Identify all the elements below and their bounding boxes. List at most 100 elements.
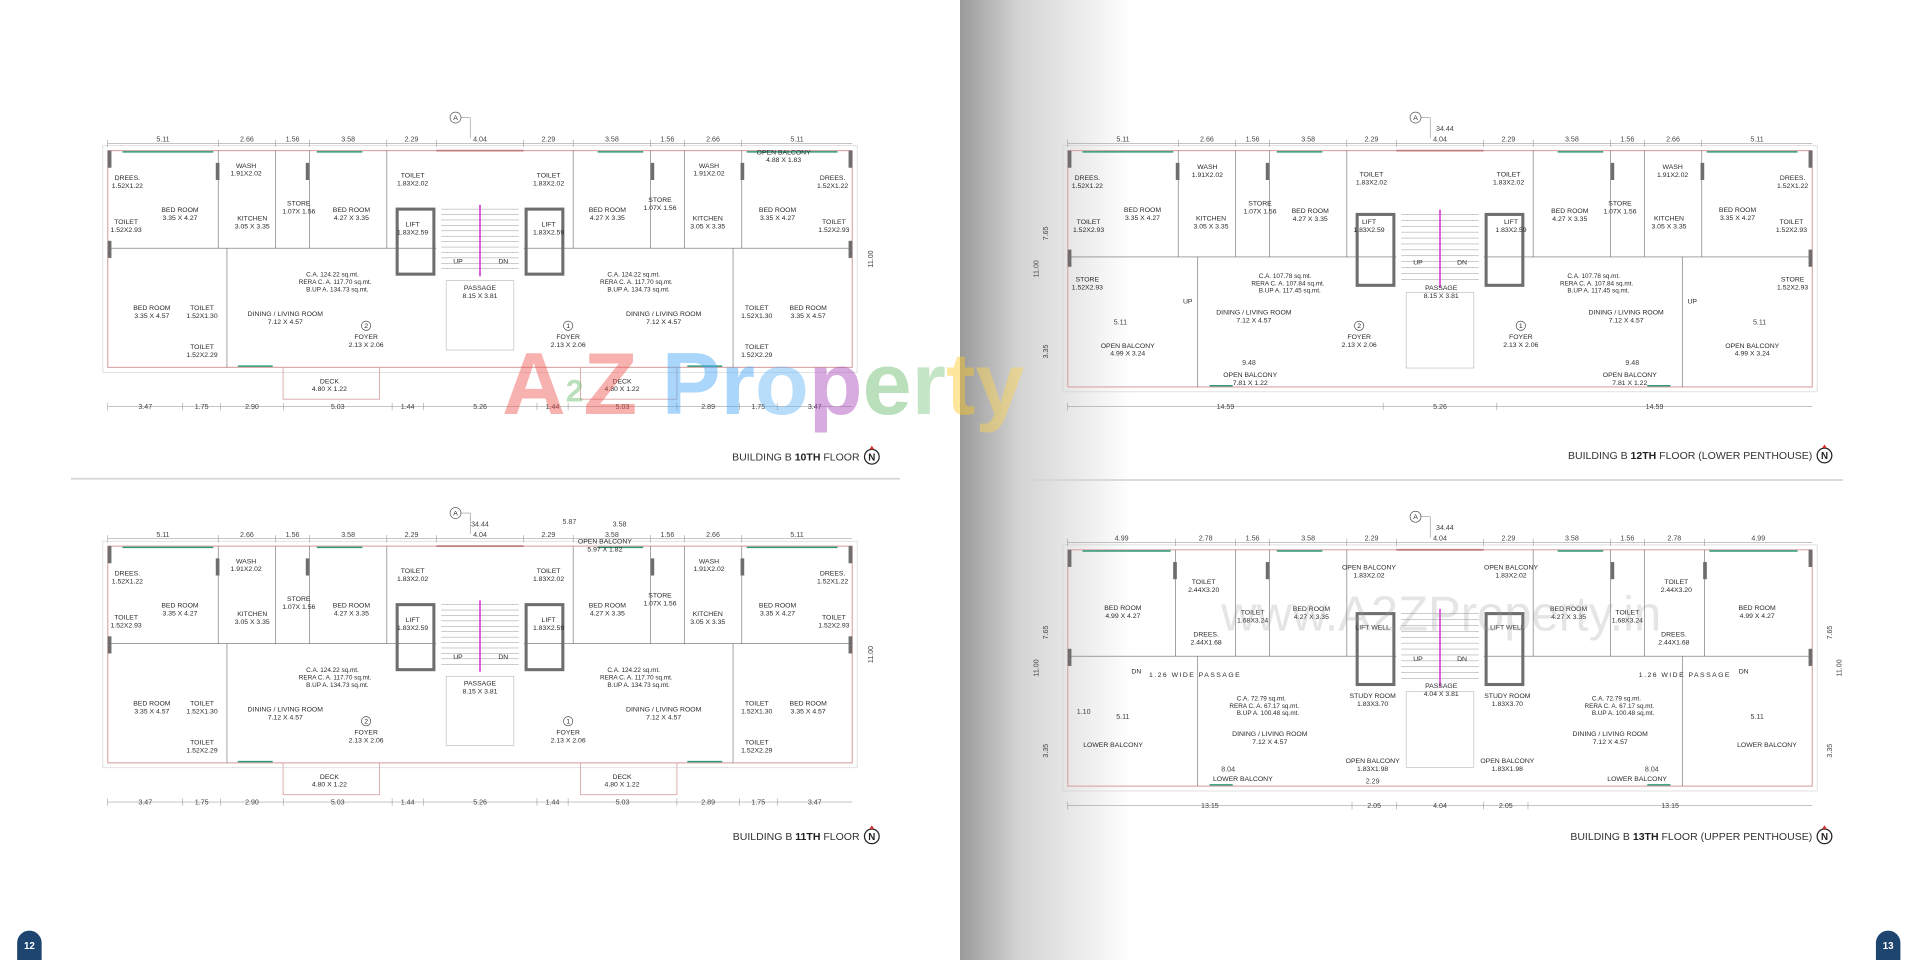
dimension-label: 5.03 xyxy=(616,403,630,411)
carpet-area: C.A. 124.22 sq.mt. xyxy=(607,272,660,279)
dimension-label: 1.44 xyxy=(546,403,560,411)
deck-outline xyxy=(580,762,678,796)
room-size: 1.52X1.30 xyxy=(741,708,772,715)
room-size: 3.35 X 4.57 xyxy=(791,313,826,320)
room-name: DN xyxy=(1457,259,1467,266)
deck-outline xyxy=(580,367,678,400)
dimension-label: 3.35 xyxy=(1042,345,1050,359)
dimension-label: 2.78 xyxy=(1667,535,1681,543)
room-label: DREES.1.52X1.22 xyxy=(1777,175,1808,190)
column xyxy=(305,162,310,180)
dimension-label: 3.58 xyxy=(1565,135,1579,143)
room-label: LOWER BALCONY xyxy=(1607,776,1667,783)
dimension-label: 5.11 xyxy=(1116,135,1129,143)
dimension-label: 3.47 xyxy=(138,403,152,411)
watermark-letter xyxy=(637,334,662,433)
built-up-area: B.UP A. 117.45 sq.mt. xyxy=(1259,288,1321,295)
dimension-label: 3.58 xyxy=(1301,135,1315,143)
room-name: TOILET xyxy=(401,568,426,575)
column xyxy=(848,240,853,258)
dimension-label: 3.58 xyxy=(605,135,619,143)
room-name: BED ROOM xyxy=(333,207,371,214)
room-name: TOILET xyxy=(745,739,770,746)
page-number-badge xyxy=(17,930,42,960)
room-name: DREES. xyxy=(820,175,846,182)
section-line xyxy=(460,117,471,139)
room-name: DINING / LIVING ROOM xyxy=(248,311,324,318)
carpet-area: C.A. 107.78 sq.mt. xyxy=(1567,273,1620,280)
room-size: 1.07X 1.56 xyxy=(643,205,676,212)
room-name: WASH xyxy=(236,163,256,170)
room-name: BED ROOM xyxy=(759,602,797,609)
unit-area-statement: C.A. 124.22 sq.mt.RERA C. A. 117.70 sq.m… xyxy=(299,272,372,294)
room-size: 7.12 X 4.57 xyxy=(1252,739,1287,746)
section-line xyxy=(1420,516,1431,538)
flat-number: 2 xyxy=(1357,323,1361,330)
unit-area-statement: C.A. 107.78 sq.mt.RERA C. A. 107.84 sq.m… xyxy=(1560,273,1633,295)
room-name: DINING / LIVING ROOM xyxy=(1588,310,1664,317)
room-size: 1.83X2.02 xyxy=(533,181,564,188)
room-size: 1.07X 1.56 xyxy=(1243,209,1276,216)
room-name: OPEN BALCONY xyxy=(1484,564,1538,571)
caption-floor: 10TH xyxy=(795,451,821,463)
room-name: BED ROOM xyxy=(1550,606,1588,613)
column xyxy=(1265,562,1270,580)
room-name: STUDY ROOM xyxy=(1484,693,1531,700)
watermark-letter: y xyxy=(975,334,1024,433)
room-label: LIFT WELL xyxy=(1490,624,1525,631)
room-name: BED ROOM xyxy=(790,305,828,312)
room-name: KITCHEN xyxy=(693,611,723,618)
room-size: 4.27 X 3.35 xyxy=(334,610,369,617)
flat-number: 1 xyxy=(566,323,570,330)
room-name: OPEN BALCONY xyxy=(1603,372,1657,379)
rera-carpet-area: RERA C. A. 117.70 sq.mt. xyxy=(600,675,673,682)
room-size: 1.52X1.30 xyxy=(741,313,772,320)
dimension-label: 5.26 xyxy=(473,798,487,806)
room-name: PASSAGE xyxy=(464,681,497,688)
north-label: N xyxy=(868,452,875,463)
column xyxy=(1700,162,1705,180)
unit-area-statement: C.A. 72.79 sq.mt.RERA C. A. 67.17 sq.mt.… xyxy=(1229,695,1299,717)
room-size: 1.52X2.29 xyxy=(741,352,772,359)
room-name: TOILET xyxy=(1360,171,1385,178)
room-size: 4.80 X 1.22 xyxy=(605,386,640,393)
room-name: LIFT xyxy=(406,617,421,624)
room-name: TOILET xyxy=(190,700,215,707)
room-name: TOILET xyxy=(190,305,215,312)
unit-area-statement: C.A. 124.22 sq.mt.RERA C. A. 117.70 sq.m… xyxy=(600,272,673,294)
dimension-label: 2.29 xyxy=(1365,535,1379,543)
outer-boundary xyxy=(1062,145,1818,393)
room-name: TOILET xyxy=(1615,610,1640,617)
flat-number: 1 xyxy=(566,719,570,726)
room-name: TOILET xyxy=(190,739,215,746)
carpet-area: C.A. 72.79 sq.mt. xyxy=(1237,695,1286,702)
room-name: STORE xyxy=(648,593,672,600)
column xyxy=(1175,162,1180,180)
dimension-label: 9.48 xyxy=(1242,359,1256,367)
flat-number-marker xyxy=(361,716,372,727)
dimension-label: 1.56 xyxy=(1246,135,1260,143)
room-name: LIFT xyxy=(542,222,557,229)
room-name: UP xyxy=(453,654,463,661)
column xyxy=(305,558,310,576)
